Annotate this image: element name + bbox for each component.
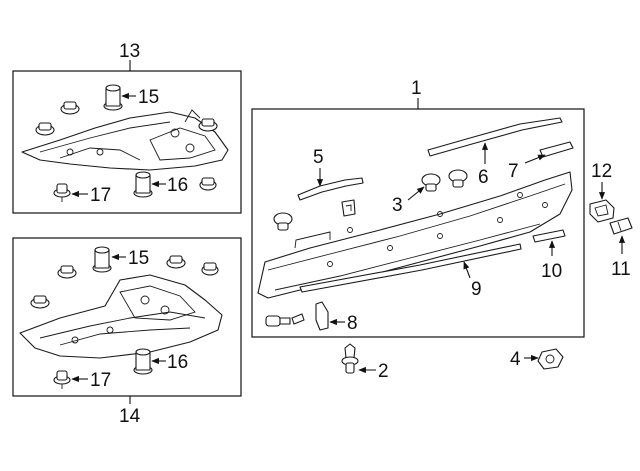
leader-7 (524, 154, 546, 164)
hex-nut-icon[interactable] (537, 348, 564, 370)
clip-icon[interactable] (166, 255, 186, 269)
callout-16-upper[interactable]: 16 (167, 175, 188, 196)
clip-icon[interactable] (57, 265, 77, 279)
under-cover-lower[interactable] (19, 274, 223, 359)
rivet-nut-icon[interactable] (103, 84, 123, 111)
leader-3 (407, 186, 425, 201)
clip-icon[interactable] (198, 118, 218, 132)
callout-15-lower[interactable]: 15 (128, 248, 149, 269)
callout-13[interactable]: 13 (119, 41, 140, 62)
rivet-nut-icon[interactable] (133, 348, 153, 375)
under-cover-upper[interactable] (21, 109, 229, 171)
callout-10[interactable]: 10 (541, 261, 562, 282)
pad-10[interactable] (532, 229, 566, 243)
clip-icon[interactable] (273, 212, 293, 231)
moulding-5[interactable] (297, 177, 364, 201)
clip-icon[interactable] (35, 122, 55, 136)
push-pin-icon[interactable] (341, 343, 359, 374)
callout-14[interactable]: 14 (119, 406, 141, 427)
callout-6[interactable]: 6 (478, 167, 489, 188)
rivet-nut-icon[interactable] (133, 171, 153, 198)
lower-strip-9[interactable] (299, 243, 522, 293)
clip-icon[interactable] (30, 295, 50, 309)
bracket-icon[interactable] (341, 199, 356, 217)
pad-11[interactable] (609, 217, 633, 235)
callout-1[interactable]: 1 (411, 78, 422, 99)
push-clip-icon[interactable] (53, 183, 71, 202)
leader-9 (463, 261, 471, 279)
callout-17-lower[interactable]: 17 (90, 370, 111, 391)
callout-15-upper[interactable]: 15 (138, 87, 159, 108)
strip-7[interactable] (539, 141, 574, 158)
group-box-14 (12, 237, 242, 397)
callout-4[interactable]: 4 (510, 349, 521, 370)
callout-12[interactable]: 12 (591, 161, 612, 182)
callout-7[interactable]: 7 (508, 161, 519, 182)
callout-9[interactable]: 9 (471, 279, 482, 300)
bracket-8[interactable] (315, 301, 329, 331)
retainer-clip-icon[interactable] (589, 199, 615, 223)
callout-17-upper[interactable]: 17 (90, 185, 111, 206)
callout-2[interactable]: 2 (378, 361, 389, 382)
bolt-icon[interactable] (265, 315, 291, 327)
clip-icon[interactable] (421, 173, 441, 192)
rivet-nut-icon[interactable] (92, 246, 112, 273)
small-clip-icon[interactable] (291, 313, 305, 325)
clip-icon[interactable] (201, 262, 219, 276)
callout-8[interactable]: 8 (347, 313, 358, 334)
callout-16-lower[interactable]: 16 (167, 352, 188, 373)
clip-icon[interactable] (60, 101, 80, 115)
callout-11[interactable]: 11 (611, 259, 631, 280)
callout-3[interactable]: 3 (392, 195, 403, 216)
clip-icon[interactable] (199, 177, 217, 191)
upper-moulding-6[interactable] (427, 117, 563, 157)
callout-5[interactable]: 5 (313, 147, 324, 168)
rocker-panel[interactable] (257, 171, 573, 299)
clip-icon[interactable] (448, 169, 468, 188)
push-clip-icon[interactable] (53, 370, 71, 389)
group-box-13 (12, 70, 242, 214)
